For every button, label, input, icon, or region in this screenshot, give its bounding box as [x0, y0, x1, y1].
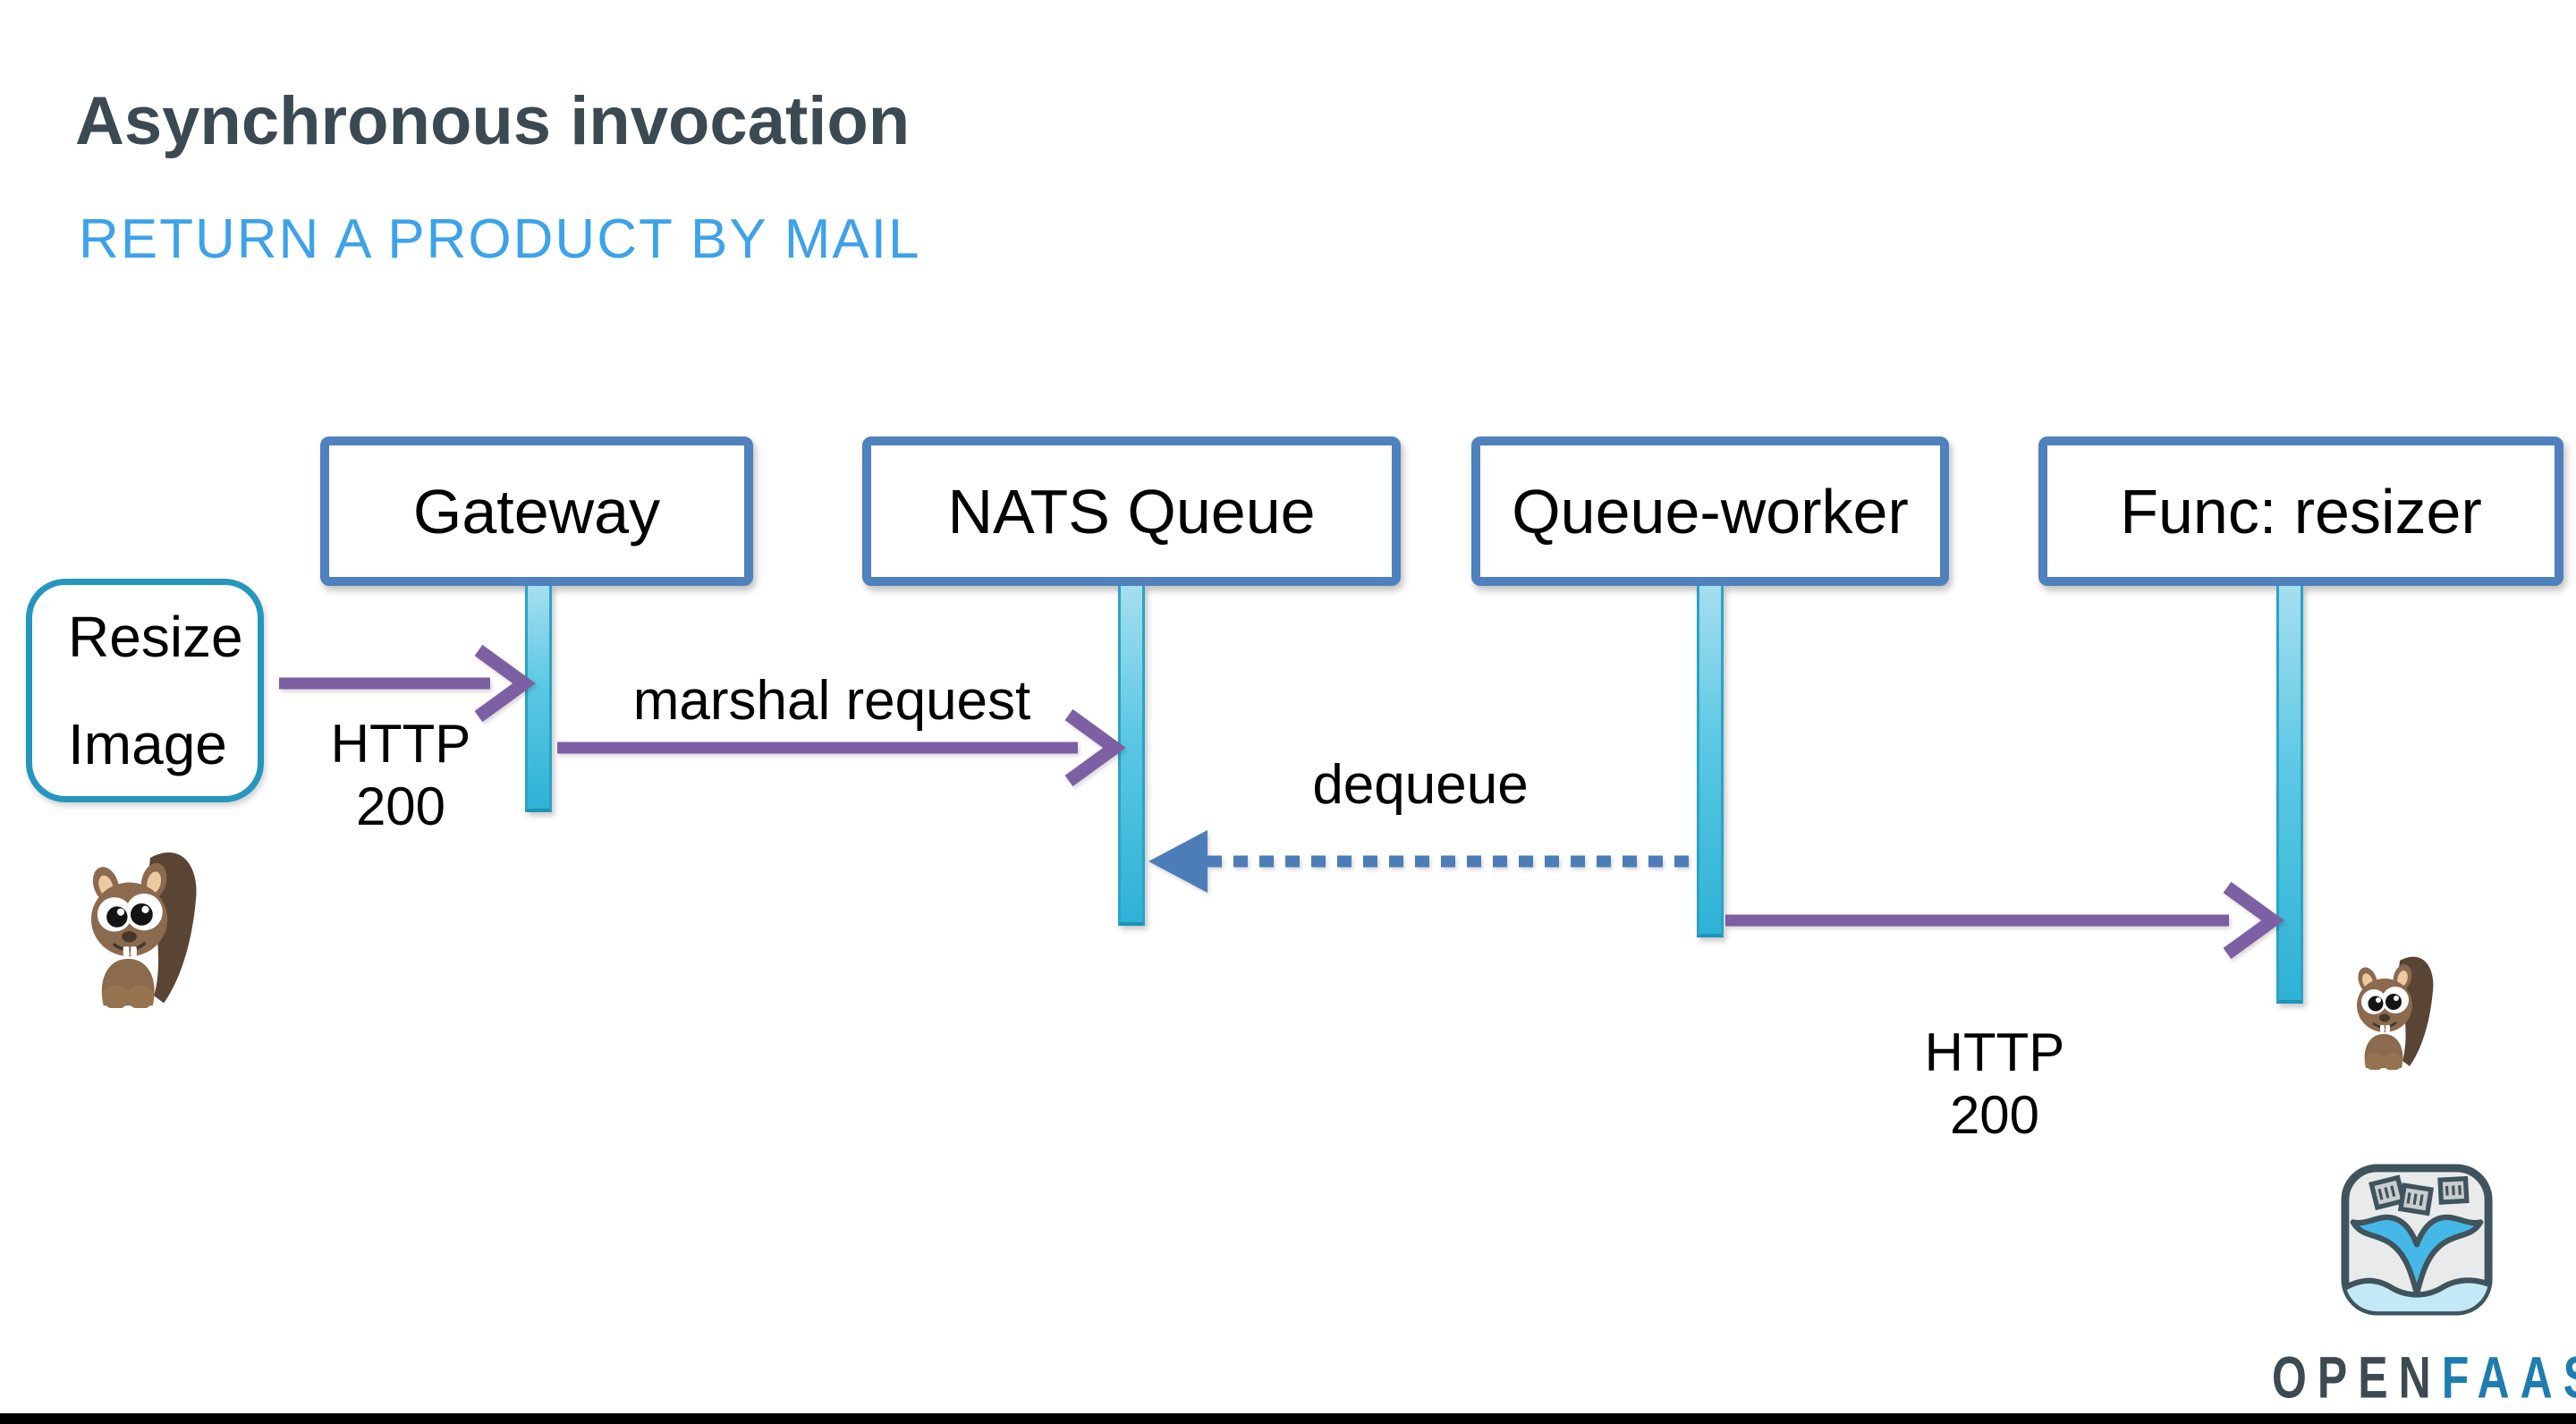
squirrel-mascot-icon: [2348, 954, 2437, 1070]
wordmark-open: OPEN: [2272, 1344, 2442, 1411]
actor-label: Queue-worker: [1512, 476, 1909, 547]
lifeline-nats-queue: [1118, 586, 1145, 926]
label-line: dequeue: [1312, 754, 1529, 816]
actor-label: NATS Queue: [947, 476, 1316, 547]
message-label-marshal-request: marshal request: [564, 669, 1100, 733]
openfaas-wordmark: OPENFAAS: [2272, 1343, 2576, 1412]
openfaas-logo-icon: [2341, 1164, 2493, 1316]
actor-box-func-resizer: Func: resizer: [2038, 437, 2563, 586]
trigger-line: Resize: [68, 605, 243, 669]
arrow-http-request: [279, 644, 536, 723]
arrow-dequeue: [1148, 830, 1695, 893]
wordmark-faas: FAAS: [2441, 1344, 2576, 1411]
page-title: Asynchronous invocation: [75, 83, 911, 159]
label-line: HTTP: [330, 714, 471, 774]
lifeline-gateway: [525, 586, 552, 812]
actor-box-queue-worker: Queue-worker: [1471, 437, 1949, 586]
label-line: 200: [1949, 1085, 2040, 1145]
page-subtitle: RETURN A PRODUCT BY MAIL: [79, 208, 921, 270]
message-label-http-200: HTTP 200: [311, 713, 490, 838]
label-line: HTTP: [1924, 1022, 2065, 1082]
actor-label: Gateway: [412, 476, 661, 547]
label-line: 200: [355, 776, 446, 836]
lifeline-func-resizer: [2276, 586, 2303, 1004]
squirrel-mascot-icon: [79, 848, 202, 1008]
trigger-line: Image: [68, 712, 227, 776]
arrow-http-response: [1725, 881, 2284, 960]
label-line: marshal request: [632, 670, 1031, 732]
message-label-dequeue: dequeue: [1241, 753, 1599, 817]
actor-box-gateway: Gateway: [320, 437, 753, 586]
actor-label: Func: resizer: [2120, 476, 2482, 547]
actor-box-nats-queue: NATS Queue: [862, 437, 1401, 586]
lifeline-queue-worker: [1697, 586, 1724, 937]
footer-bar: [0, 1413, 2576, 1424]
trigger-box-resize-image: Resize Image: [26, 579, 264, 802]
message-label-http-200-response: HTTP 200: [1905, 1021, 2084, 1147]
